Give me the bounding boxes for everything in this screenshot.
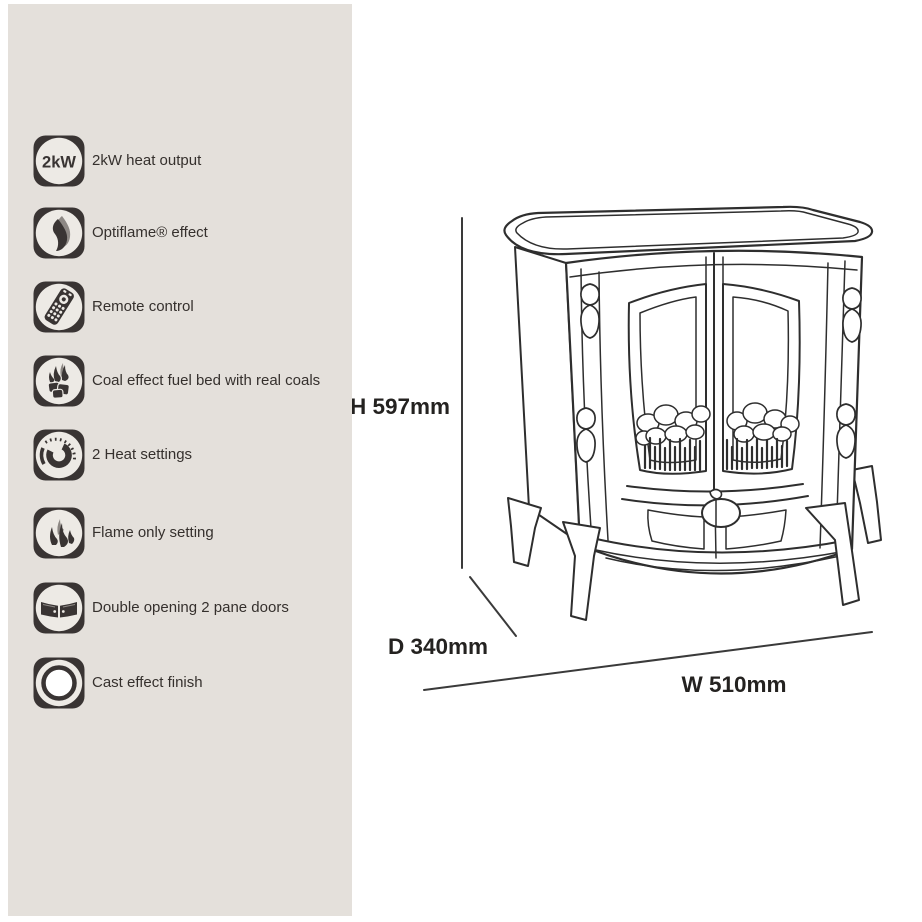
remote-control-icon [33,281,85,333]
feature-row-flame-only: Flame only setting [32,506,214,560]
width-dimension-label: W 510mm [681,672,786,697]
stove-front-left-leg [562,521,601,621]
flame-icon [33,207,85,259]
feature-row-heat-output: 2kW 2kW heat output [32,134,201,188]
stove-front-right-leg [805,502,860,606]
coal-fire-icon [33,355,85,407]
stove-handle [701,498,741,528]
feature-row-cast-finish: Cast effect finish [32,656,203,710]
height-dimension-label: H 597mm [352,394,450,419]
feature-label: Flame only setting [92,524,214,542]
feature-label: Optiflame® effect [92,224,208,242]
stove-back-right-leg [851,465,882,544]
feature-label: Coal effect fuel bed with real coals [92,372,321,390]
stove-flame-fence [643,436,789,472]
feature-row-heat-settings: 2 Heat settings [32,428,192,482]
ring-icon [33,657,85,709]
feature-label: Remote control [92,298,194,316]
double-doors-icon [33,582,85,634]
dial-icon [33,429,85,481]
stove-line-drawing: H 597mm D 340mm W 510mm [352,205,882,697]
dimension-lines [423,217,873,691]
feature-label: Double opening 2 pane doors [92,599,289,617]
heat-output-icon: 2kW [33,135,85,187]
feature-row-optiflame: Optiflame® effect [32,206,208,260]
stove-coals [635,402,800,446]
depth-dimension-label: D 340mm [388,634,488,659]
stove-finials [576,283,862,463]
feature-row-double-doors: Double opening 2 pane doors [32,581,289,635]
feature-label: Cast effect finish [92,674,203,692]
feature-label: 2 Heat settings [92,446,193,464]
depth-dimension-line [469,576,517,637]
feature-row-remote: Remote control [32,280,194,334]
stove-latch [709,488,723,500]
flames-icon [33,507,85,559]
stove-back-left-leg [507,497,542,567]
feature-label: 2kW heat output [92,152,202,170]
feature-row-coal-effect: Coal effect fuel bed with real coals [32,354,320,408]
heat-output-badge-text: 2kW [42,154,76,172]
stove-top-plate [503,205,874,256]
width-dimension-line [423,631,873,691]
